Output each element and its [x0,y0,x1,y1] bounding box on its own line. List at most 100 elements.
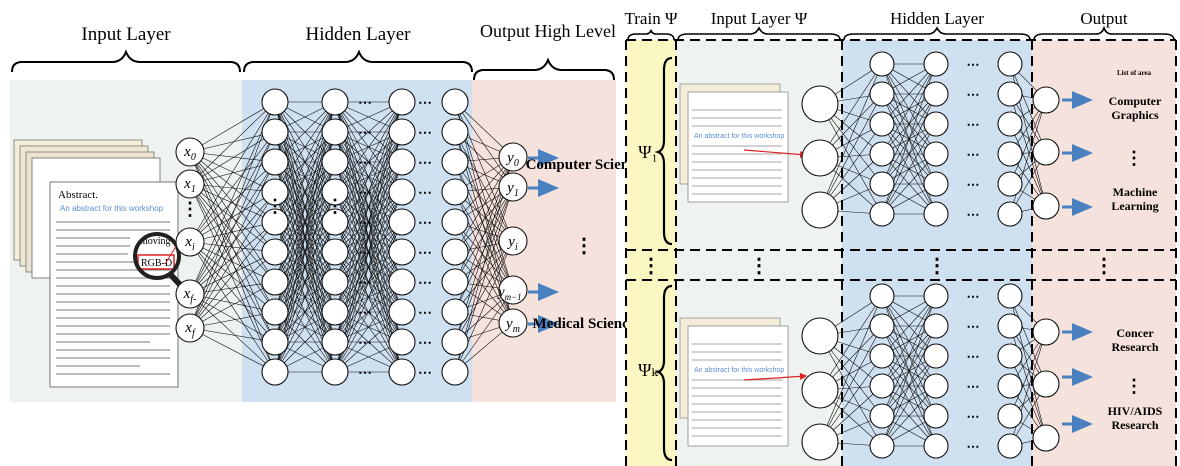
left-node-l1-n6 [261,268,289,296]
right-panel: Train Ψ Input Layer Ψ Hidden Layer Outpu… [624,9,1177,466]
left-input-layer-title: Input Layer [81,24,171,45]
left-edge [334,101,403,373]
left-node-l2-n5 [321,238,349,266]
doc-workshop-subtitle: An abstract for this workshop [60,204,164,213]
left-hidden-ellipsis: ⋯ [358,336,372,351]
right-bottom-node-l2-n1 [923,313,949,339]
left-hidden-ellipsis: ⋯ [358,96,372,111]
left-output-header: Output High Level [473,21,616,81]
left-hidden-header: Hidden Layer [243,24,473,73]
right-top-node-l0-n0 [801,85,839,123]
right-top-edge [819,63,883,159]
right-bottom-out-edge [1009,295,1047,385]
left-out-node-l1-n1 [498,172,528,202]
left-edge [189,131,276,295]
right-top-out-node-l0-n3 [997,141,1023,167]
right-top-output-ellipsis: ⋮ [1125,148,1143,168]
psi-k-label: Ψₖ [638,360,658,380]
left-out-node-l1-n4 [498,308,528,338]
right-bottom-output-ellipsis: ⋮ [1125,376,1143,396]
left-node-l3-n7 [388,298,416,326]
right-hidden-ellipsis: ⋯ [967,57,980,72]
right-bottom-out-node-l1-n1 [1032,370,1060,398]
right-top-edge [881,63,937,185]
right-bottom-out-node-l0-n2 [997,343,1023,369]
left-edge [189,183,276,373]
psi-1-label: Ψ₁ [638,142,658,162]
left-node-l1-n2 [261,148,289,176]
right-top-node-l1-n4 [869,171,895,197]
right-output-background [1032,40,1176,466]
output-computer-graphics: Computer Graphics [1108,94,1162,122]
right-top-node-l1-n5 [869,201,895,227]
left-edge [189,281,276,329]
right-top-node-l1-n1 [869,81,895,107]
doc-highlight-word: RGB-D [141,258,172,269]
left-node-l3-n0 [388,88,416,116]
left-edge [189,161,276,295]
left-edge [274,251,336,373]
left-edge [189,221,276,295]
left-edge [189,191,276,329]
left-out-edge [454,221,514,291]
left-out-edge [454,240,514,313]
right-top-document: An abstract for this workshop [679,83,808,203]
left-node-l1-n7 [261,298,289,326]
right-bottom-node-l1-n0 [869,283,895,309]
left-node-l2-n6 [321,268,349,296]
left-node-l2-n1 [321,118,349,146]
left-vertical-ellipsis: ⋮ [326,196,344,216]
right-hidden-ellipsis: ⋯ [967,379,980,394]
right-top-out-node-l0-n2 [997,111,1023,137]
left-node-l0-n1 [175,169,205,199]
right-top-node-l1-n3 [869,141,895,167]
right-train-background [626,40,676,466]
right-bottom-edge [819,295,883,391]
right-top-out-node-l0-n0 [997,51,1023,77]
right-top-doc-subtitle: An abstract for this workshop [694,133,784,140]
right-top-node-l0-n1 [801,139,839,177]
output-hiv-aids-research: HIV/AIDS Research [1107,404,1163,432]
left-node-l1-n8 [261,328,289,356]
right-top-node-l1-n2 [869,111,895,137]
psi-1-brace [654,56,673,246]
right-network-nodes: ⋯⋯⋯⋯⋯⋯⋯⋯⋯⋯⋯⋯ [801,51,1060,461]
left-node-l0-n3 [175,279,205,309]
right-top-edge [819,103,883,215]
left-edge [189,251,276,295]
left-edge [189,183,276,283]
left-hidden-ellipsis: ⋯ [418,156,432,171]
left-node-l3-n5 [388,238,416,266]
magnifier-icon [133,232,181,280]
left-hidden-ellipsis: ⋯ [358,246,372,261]
left-edge [274,131,336,373]
svg-text:⋮: ⋮ [749,255,769,277]
left-out-edge [454,251,514,324]
right-bottom-edge [881,295,937,357]
right-top-out-edge [1009,63,1047,153]
right-hidden-ellipsis: ⋯ [967,177,980,192]
right-bottom-out-node-l0-n3 [997,373,1023,399]
left-node-l1-n1 [261,118,289,146]
left-node-l3-n3 [388,178,416,206]
right-bottom-out-edge [1009,331,1047,417]
left-node-l2-n7 [321,298,349,326]
left-edge [189,241,276,283]
right-top-edge [819,93,883,211]
left-output-vertical-ellipsis: ⋮ [574,235,594,257]
left-edge [334,311,403,373]
right-bottom-node-l1-n4 [869,403,895,429]
left-out-node-l0-n0 [441,88,469,116]
left-node-l2-n8 [321,328,349,356]
left-edge [189,293,276,373]
left-input-node-labels: x0 x1 xi xf- xf [183,144,197,339]
left-edge [189,251,276,329]
left-edge [189,191,276,295]
right-middle-ellipsis-row: ⋮ ⋮ ⋮ ⋮ [641,255,1114,277]
svg-text:⋮: ⋮ [1094,255,1114,277]
left-edge [189,241,276,343]
right-bottom-edge [881,295,937,417]
left-edge [189,161,276,329]
left-node-l1-n9 [261,358,289,386]
doc-abstract-heading: Abstract. [58,189,98,201]
